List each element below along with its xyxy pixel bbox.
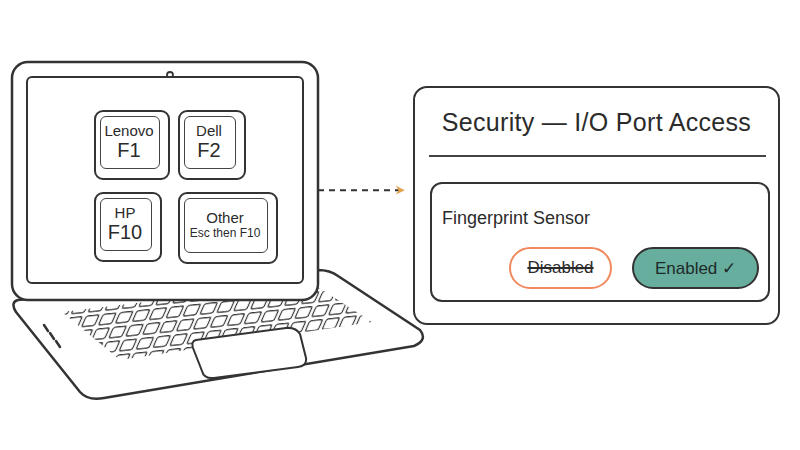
node-text: Other: [206, 209, 244, 226]
node-text: F1: [117, 139, 140, 162]
settings-panel: Security — I/O Port AccessFingerprint Se…: [413, 86, 780, 325]
dashed-arrow: [318, 189, 403, 191]
key-cap: LenovoF1: [94, 110, 170, 180]
key-cap: OtherEsc then F10: [178, 192, 278, 264]
key-cap: HPF10: [94, 192, 162, 262]
option-button: Disabled: [509, 247, 612, 289]
node-text: Fingerprint Sensor: [442, 208, 590, 229]
setting-row: Fingerprint SensorDisabled Enabled ✓: [430, 182, 770, 302]
node-text: Enabled ✓: [655, 258, 736, 279]
laptop-lid: [12, 62, 318, 300]
laptop-screen: LenovoF1DellF2HPF10OtherEsc then F10: [26, 76, 304, 284]
node-text: F10: [108, 221, 142, 244]
node-text: Esc then F10: [190, 227, 261, 241]
node-text: Lenovo: [104, 122, 153, 139]
node-text: F2: [197, 139, 220, 162]
option-button: Enabled ✓: [632, 247, 759, 289]
node-text: Security — I/O Port Access: [415, 108, 778, 137]
trackpad: [192, 328, 306, 378]
node-text: Disabled: [527, 258, 593, 278]
node-text: HP: [115, 204, 136, 221]
node-text: Dell: [196, 122, 222, 139]
key-cap: DellF2: [178, 110, 246, 180]
side-ports: [44, 325, 60, 347]
